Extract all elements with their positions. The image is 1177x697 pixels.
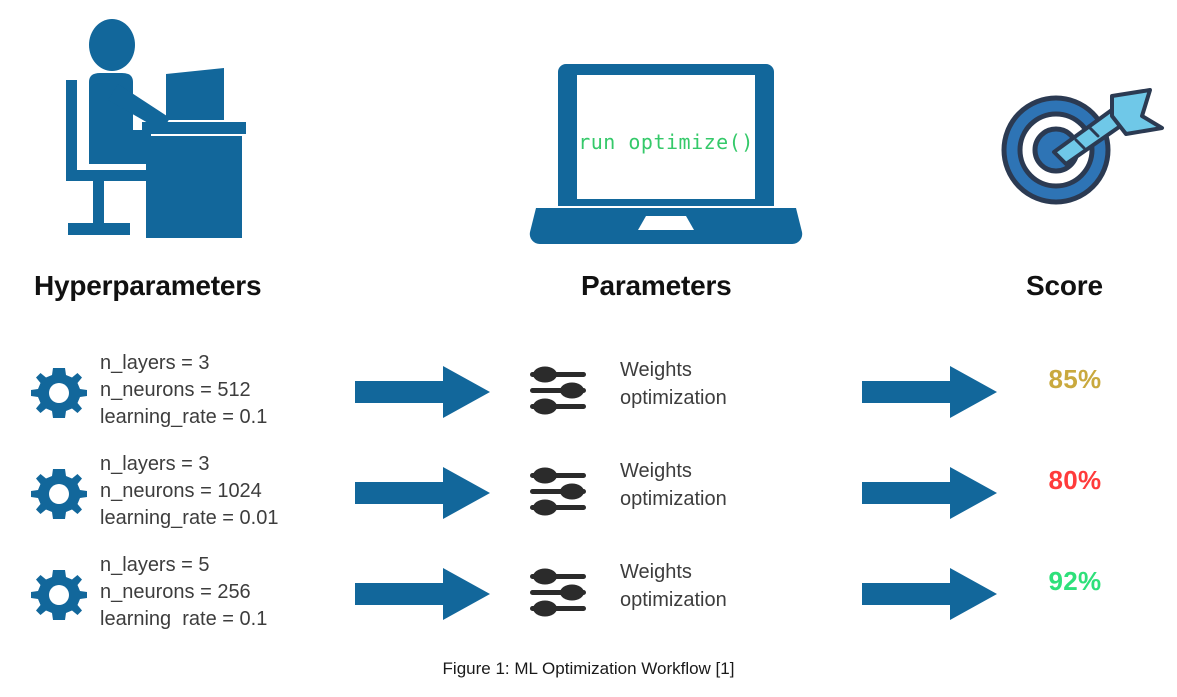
gear-icon [31, 366, 87, 420]
hyperparameter-line: n_neurons = 1024 [100, 480, 262, 502]
hyperparameter-line: n_layers = 3 [100, 352, 210, 374]
parameters-text: Weights optimization [620, 356, 800, 412]
hyperparameter-line: learning_rate = 0.1 [100, 406, 268, 428]
arrow-right-icon [862, 568, 997, 620]
heading-score: Score [1026, 270, 1103, 301]
pipeline-row: n_layers = 3 n_neurons = 512 learning_ra… [0, 340, 1177, 441]
sliders-icon [528, 467, 590, 516]
target-with-dart-icon [992, 88, 1164, 212]
hyperparameter-line: learning_rate = 0.01 [100, 507, 279, 529]
arrow-right-icon [862, 366, 997, 418]
figure-caption: Figure 1: ML Optimization Workflow [1] [442, 659, 735, 678]
arrow-right-icon [355, 568, 490, 620]
hyperparameters-text: n_layers = 3 n_neurons = 512 learning_ra… [100, 350, 350, 431]
sliders-icon [528, 366, 590, 415]
heading-parameters: Parameters [581, 270, 732, 301]
hyperparameter-line: learning rate = 0.1 [100, 608, 268, 630]
heading-hyperparameters: Hyperparameters [34, 270, 262, 301]
hyperparameters-text: n_layers = 3 n_neurons = 1024 learning_r… [100, 451, 350, 532]
pipeline-row: n_layers = 5 n_neurons = 256 learning ra… [0, 542, 1177, 643]
column-headings: Hyperparameters Parameters Score [0, 270, 1177, 318]
pipeline-rows: n_layers = 3 n_neurons = 512 learning_ra… [0, 340, 1177, 645]
hyperparameters-text: n_layers = 5 n_neurons = 256 learning ra… [100, 552, 350, 633]
parameters-line: optimization [620, 488, 727, 510]
hyperparameter-line: n_layers = 3 [100, 453, 210, 475]
sliders-icon [528, 568, 590, 617]
arrow-right-icon [862, 467, 997, 519]
score-badge: 80% [1048, 465, 1102, 495]
parameters-line: Weights [620, 359, 692, 381]
laptop-icon: run optimize() [528, 58, 804, 254]
score-value-cell: 80% [1020, 465, 1130, 496]
gear-icon [31, 568, 87, 622]
parameters-text: Weights optimization [620, 558, 800, 614]
hyperparameter-line: n_layers = 5 [100, 554, 210, 576]
parameters-line: optimization [620, 589, 727, 611]
pipeline-row: n_layers = 3 n_neurons = 1024 learning_r… [0, 441, 1177, 542]
parameters-line: optimization [620, 387, 727, 409]
score-value-cell: 85% [1020, 364, 1130, 395]
gear-icon [31, 467, 87, 521]
score-badge: 85% [1048, 364, 1102, 394]
parameters-line: Weights [620, 460, 692, 482]
illustration-band: run optimize() [0, 0, 1177, 258]
hyperparameter-line: n_neurons = 256 [100, 581, 251, 603]
laptop-screen-code-text: run optimize() [578, 130, 754, 154]
arrow-right-icon [355, 467, 490, 519]
parameters-line: Weights [620, 561, 692, 583]
score-badge: 92% [1048, 566, 1102, 596]
parameters-text: Weights optimization [620, 457, 800, 513]
score-value-cell: 92% [1020, 566, 1130, 597]
hyperparameter-line: n_neurons = 512 [100, 379, 251, 401]
arrow-right-icon [355, 366, 490, 418]
person-at-desk-icon [62, 18, 284, 256]
